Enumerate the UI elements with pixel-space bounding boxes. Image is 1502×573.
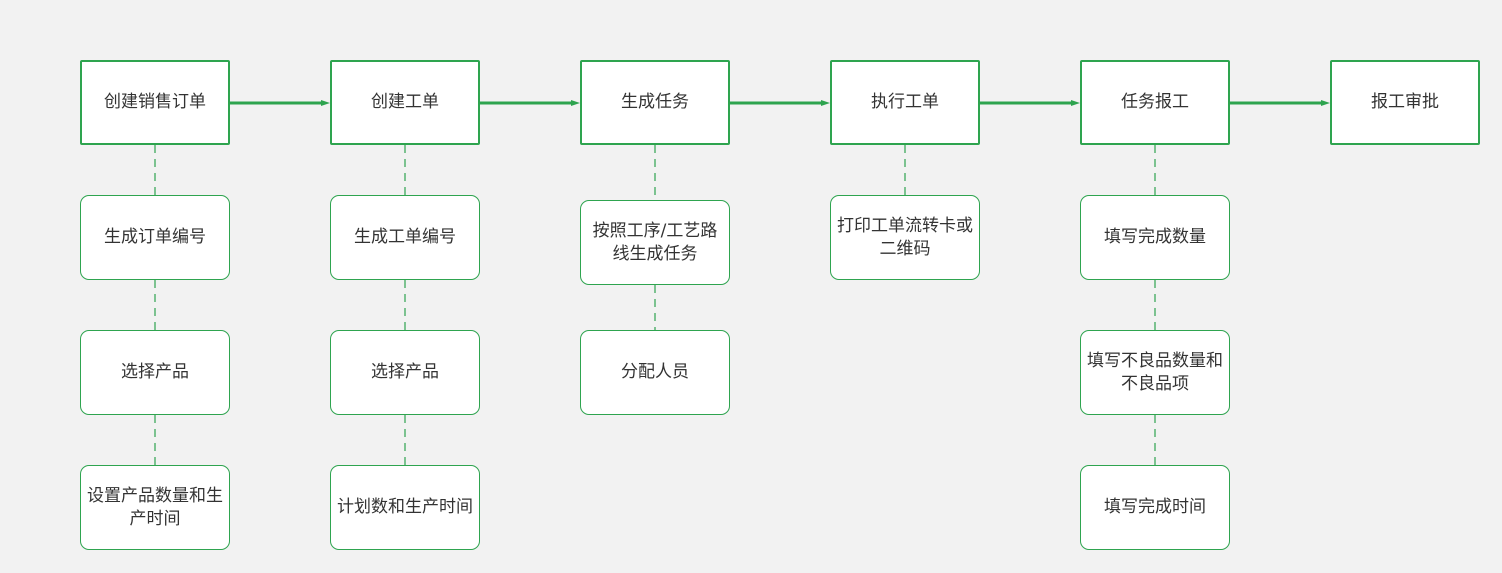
connectors bbox=[154, 100, 1330, 465]
sub-step-print-card-or-qrcode[interactable]: 打印工单流转卡或 二维码 bbox=[830, 195, 980, 280]
sub-step-fill-defect-quantity-and-items[interactable]: 填写不良品数量和 不良品项 bbox=[1080, 330, 1230, 415]
flow-arrow-head bbox=[1321, 100, 1330, 106]
process-step-create-sales-order[interactable]: 创建销售订单 bbox=[80, 60, 230, 145]
flow-arrow-head bbox=[321, 100, 330, 106]
sub-step-plan-quantity-and-time[interactable]: 计划数和生产时间 bbox=[330, 465, 480, 550]
sub-step-fill-completion-time[interactable]: 填写完成时间 bbox=[1080, 465, 1230, 550]
sub-step-generate-work-order-number[interactable]: 生成工单编号 bbox=[330, 195, 480, 280]
sub-step-generate-order-number[interactable]: 生成订单编号 bbox=[80, 195, 230, 280]
process-step-report-approval[interactable]: 报工审批 bbox=[1330, 60, 1480, 145]
sub-step-set-quantity-and-time[interactable]: 设置产品数量和生 产时间 bbox=[80, 465, 230, 550]
sub-step-assign-personnel[interactable]: 分配人员 bbox=[580, 330, 730, 415]
flow-arrow-head bbox=[1071, 100, 1080, 106]
process-step-generate-task[interactable]: 生成任务 bbox=[580, 60, 730, 145]
process-step-task-report[interactable]: 任务报工 bbox=[1080, 60, 1230, 145]
sub-step-generate-by-routing[interactable]: 按照工序/工艺路 线生成任务 bbox=[580, 200, 730, 285]
process-step-execute-work-order[interactable]: 执行工单 bbox=[830, 60, 980, 145]
process-step-create-work-order[interactable]: 创建工单 bbox=[330, 60, 480, 145]
sub-step-select-product[interactable]: 选择产品 bbox=[330, 330, 480, 415]
sub-step-fill-completed-quantity[interactable]: 填写完成数量 bbox=[1080, 195, 1230, 280]
flow-arrow-head bbox=[821, 100, 830, 106]
flow-arrow-head bbox=[571, 100, 580, 106]
sub-step-select-product[interactable]: 选择产品 bbox=[80, 330, 230, 415]
